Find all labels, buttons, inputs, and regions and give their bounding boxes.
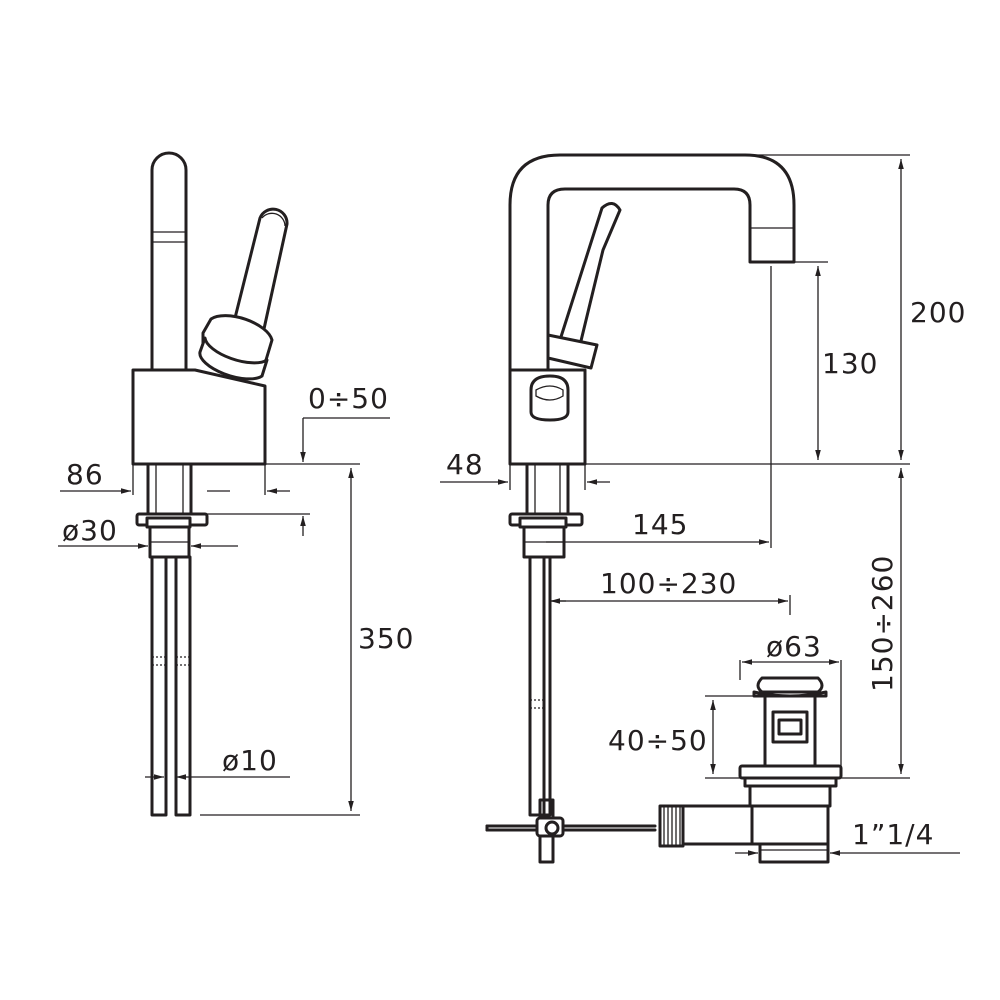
dim-86: 86	[66, 458, 104, 491]
dim-200: 200	[910, 296, 966, 329]
dim-350: 350	[358, 622, 414, 655]
dim-dia-10: ø10	[222, 744, 278, 777]
front-view: 86 0÷50 ø30 350 ø10	[58, 151, 414, 817]
dim-150-260: 150÷260	[866, 555, 899, 692]
flexible-hoses	[150, 555, 192, 817]
side-hose	[528, 555, 546, 817]
dim-thread-size: 1”1/4	[852, 818, 934, 851]
spout-stem	[150, 151, 188, 372]
dim-145: 145	[632, 508, 688, 541]
dim-130: 130	[822, 347, 878, 380]
lever-handle	[198, 207, 289, 381]
dim-40-50: 40÷50	[608, 724, 708, 757]
waste-valve	[658, 676, 843, 864]
side-view: 200 130 48 145 100÷230 ø63 150÷260	[440, 153, 966, 864]
side-lever	[546, 202, 622, 370]
dim-48: 48	[446, 448, 484, 481]
pop-up-rod	[485, 798, 657, 864]
dim-dia-63: ø63	[766, 630, 822, 663]
spout-arch	[508, 153, 796, 372]
dim-0-50: 0÷50	[308, 382, 389, 415]
dim-100-230: 100÷230	[600, 567, 737, 600]
faucet-body	[131, 368, 267, 466]
dim-dia-30: ø30	[62, 514, 118, 547]
